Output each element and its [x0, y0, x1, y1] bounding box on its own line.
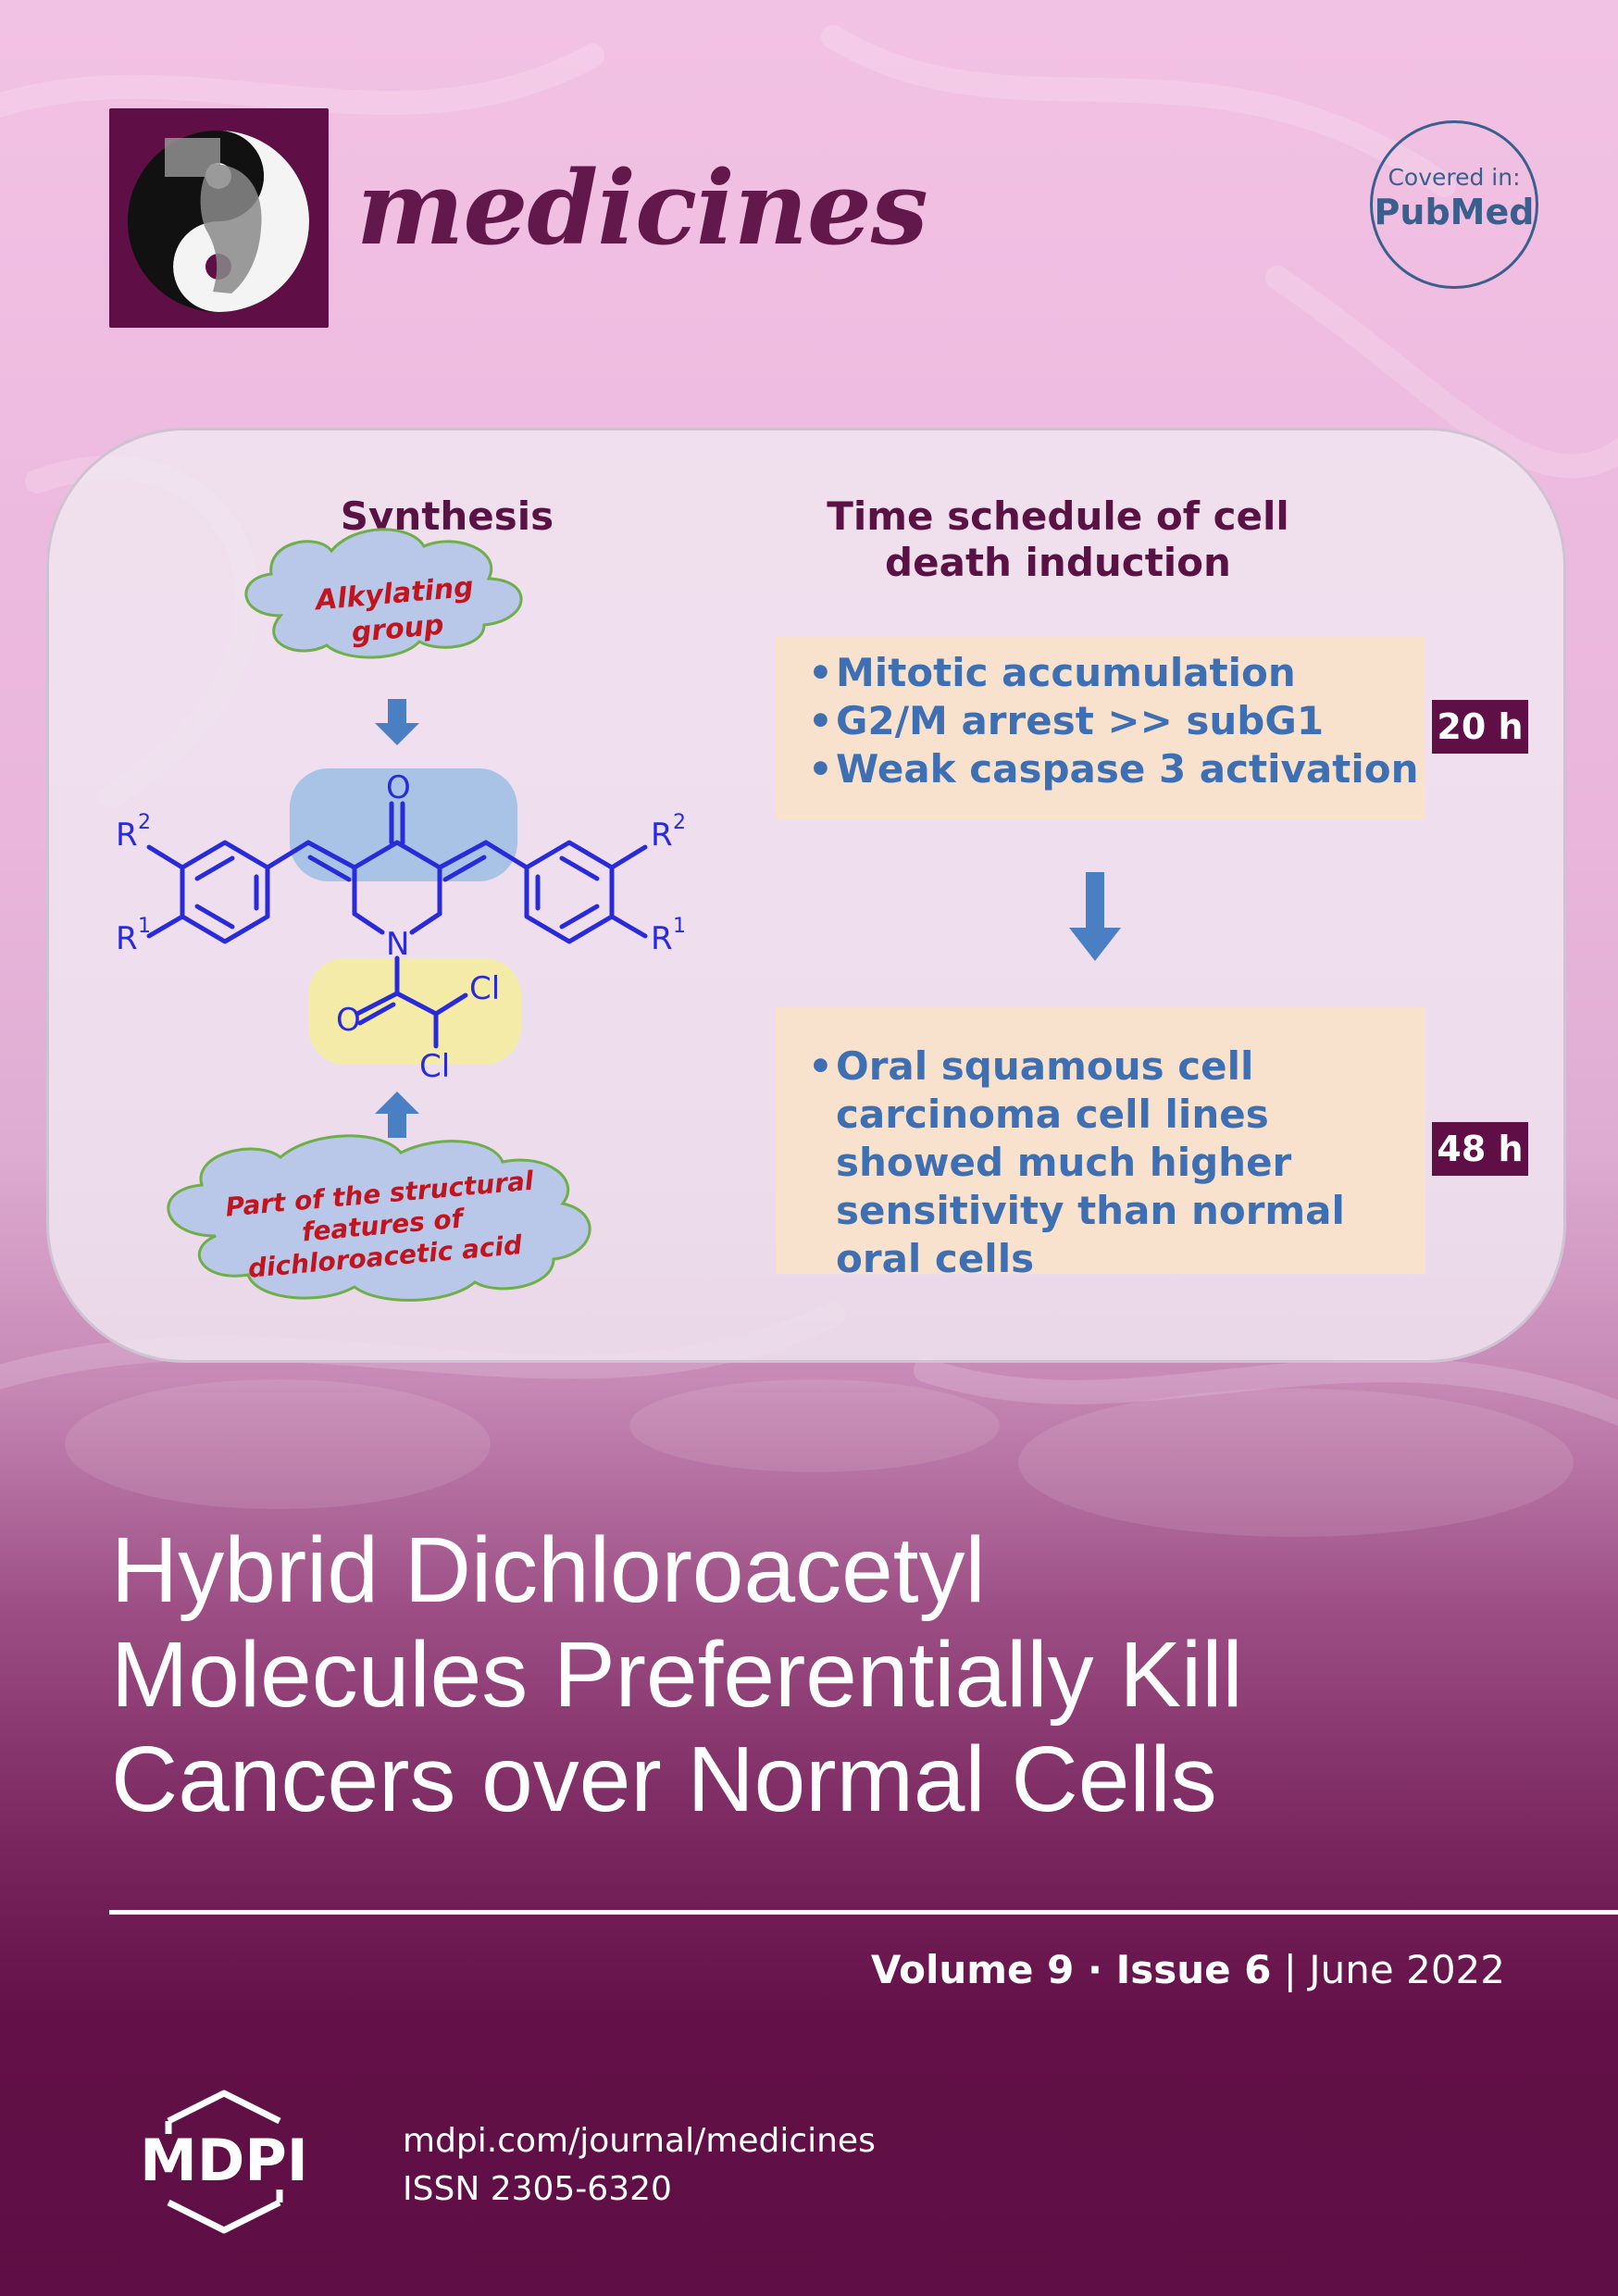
r2-left-sup: 2	[138, 811, 151, 834]
title-line: Hybrid Dichloroacetyl	[111, 1518, 986, 1622]
mdpi-wordmark: MDPI	[140, 2127, 308, 2194]
stage1-item: Mitotic accumulation	[808, 649, 1425, 697]
carbonyl-oxygen-label: O	[336, 1002, 361, 1039]
oxygen-label: O	[386, 769, 411, 806]
nitrogen-label: N	[386, 926, 409, 963]
volume-label: Volume 9	[870, 1947, 1075, 1992]
schedule-heading: Time schedule of cell death induction	[827, 493, 1289, 585]
journal-name: medicines	[356, 148, 928, 268]
arrow-up-icon	[375, 1092, 419, 1138]
r2-right-label: R	[651, 817, 673, 854]
molecule-structure	[146, 801, 648, 1049]
issue-separator: ·	[1074, 1947, 1116, 1992]
issue-label: Issue 6	[1115, 1947, 1272, 1992]
pubmed-covered-label: Covered in:	[1388, 164, 1521, 191]
r1-left-label: R	[116, 920, 138, 957]
mdpi-logo: MDPI	[140, 2090, 308, 2234]
dichloroacetyl-highlight	[308, 958, 521, 1065]
chlorine-label-2: Cl	[419, 1048, 450, 1085]
schedule-stage-1: Mitotic accumulation G2/M arrest >> subG…	[776, 636, 1425, 819]
r1-right-sup: 1	[673, 915, 686, 938]
top-cloud	[244, 528, 523, 659]
time-badge-48h: 48 h	[1432, 1122, 1528, 1176]
stage2-item: Oral squamous cell carcinoma cell lines …	[808, 1042, 1425, 1283]
title-divider	[109, 1910, 1618, 1915]
journal-logo	[109, 108, 329, 328]
stage1-item: G2/M arrest >> subG1	[808, 697, 1425, 745]
issue-date: June 2022	[1309, 1947, 1505, 1992]
schedule-stage-2: Oral squamous cell carcinoma cell lines …	[776, 1007, 1425, 1281]
r2-right-sup: 2	[673, 811, 686, 834]
r2-left-label: R	[116, 817, 138, 854]
graphical-abstract-panel: Synthesis Time schedule of cell death in…	[46, 428, 1566, 1363]
stage1-item: Weak caspase 3 activation	[808, 745, 1425, 793]
arrow-down-icon	[1069, 872, 1121, 961]
article-title: Hybrid Dichloroacetyl Molecules Preferen…	[111, 1518, 1555, 1832]
date-divider: |	[1271, 1947, 1310, 1992]
chlorine-label-1: Cl	[469, 970, 500, 1007]
pubmed-badge: Covered in: PubMed	[1370, 120, 1538, 289]
journal-url[interactable]: mdpi.com/journal/medicines	[403, 2122, 876, 2160]
synthesis-diagram: O N O Cl Cl R 2 R 1 R 2 R 1	[116, 528, 686, 1302]
title-line: Cancers over Normal Cells	[111, 1728, 1217, 1831]
time-badge-20h: 20 h	[1432, 700, 1528, 754]
r1-right-label: R	[651, 920, 673, 957]
r1-left-sup: 1	[138, 915, 151, 938]
issue-info: Volume 9 · Issue 6 | June 2022	[871, 1946, 1505, 1994]
pubmed-name: PubMed	[1374, 192, 1535, 232]
hexagon-outline-icon	[167, 2090, 281, 2234]
title-line: Molecules Preferentially Kill	[111, 1623, 1243, 1727]
yin-yang-head-icon	[128, 131, 309, 312]
journal-issn: ISSN 2305-6320	[403, 2170, 672, 2208]
arrow-down-icon	[375, 699, 419, 745]
bottom-cloud	[167, 1134, 591, 1302]
